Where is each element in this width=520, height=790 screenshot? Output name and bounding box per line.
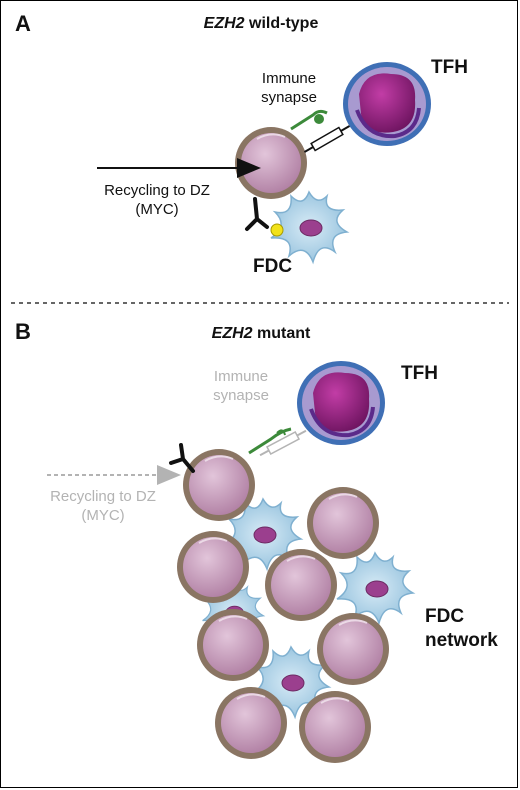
panel-a-synapse-line2: synapse bbox=[261, 89, 317, 106]
panel-a-recycling-label: Recycling to DZ (MYC) bbox=[87, 181, 227, 219]
panel-b-artwork bbox=[47, 359, 414, 764]
panel-a-recycling-line2: (MYC) bbox=[135, 201, 179, 218]
synapse-receptor-green bbox=[290, 109, 328, 131]
panel-b-synapse-label: Immune synapse bbox=[201, 367, 281, 405]
panel-b-letter: B bbox=[15, 319, 31, 344]
panel-b-recycling-line2: (MYC) bbox=[81, 507, 125, 524]
panel-b-tfh-label: TFH bbox=[401, 363, 438, 384]
synapse-receptor-green-b bbox=[248, 427, 292, 455]
bcr-antibody bbox=[245, 197, 269, 231]
panel-a-synapse-label: Immune synapse bbox=[249, 69, 329, 107]
panel-a-fdc-label: FDC bbox=[253, 256, 293, 277]
antigen-dot bbox=[270, 223, 284, 237]
panel-a-title: EZH2 wild-type bbox=[111, 15, 411, 33]
panel-b-synapse-line2: synapse bbox=[213, 387, 269, 404]
panel-a-title-suffix: wild-type bbox=[244, 15, 319, 32]
panel-b-title: EZH2 mutant bbox=[111, 325, 411, 343]
panel-b-fdc-label: FDC network bbox=[425, 605, 498, 653]
panel-a-recycling-line1: Recycling to DZ bbox=[104, 182, 210, 199]
panel-a-synapse-line1: Immune bbox=[261, 70, 317, 87]
synapse-receptor-white bbox=[303, 125, 351, 153]
b-cell bbox=[234, 126, 308, 200]
panel-a-artwork bbox=[97, 60, 433, 263]
panel-b-recycling-line1: Recycling to DZ bbox=[50, 488, 156, 505]
panel-b-recycling-label: Recycling to DZ (MYC) bbox=[33, 487, 173, 525]
panel-b-fdc-line1: FDC bbox=[425, 606, 465, 627]
tfh-cell bbox=[341, 60, 433, 148]
panel-b-fdc-line2: network bbox=[425, 630, 498, 651]
panel-a-tfh-label: TFH bbox=[431, 57, 468, 78]
panel-a-gene: EZH2 bbox=[203, 15, 245, 32]
panel-b-gene: EZH2 bbox=[211, 325, 253, 342]
panel-b-title-suffix: mutant bbox=[252, 325, 311, 342]
bcr-antibody-b bbox=[169, 443, 195, 473]
panel-a-letter: A bbox=[15, 11, 31, 36]
panel-b-synapse-line1: Immune bbox=[213, 368, 269, 385]
